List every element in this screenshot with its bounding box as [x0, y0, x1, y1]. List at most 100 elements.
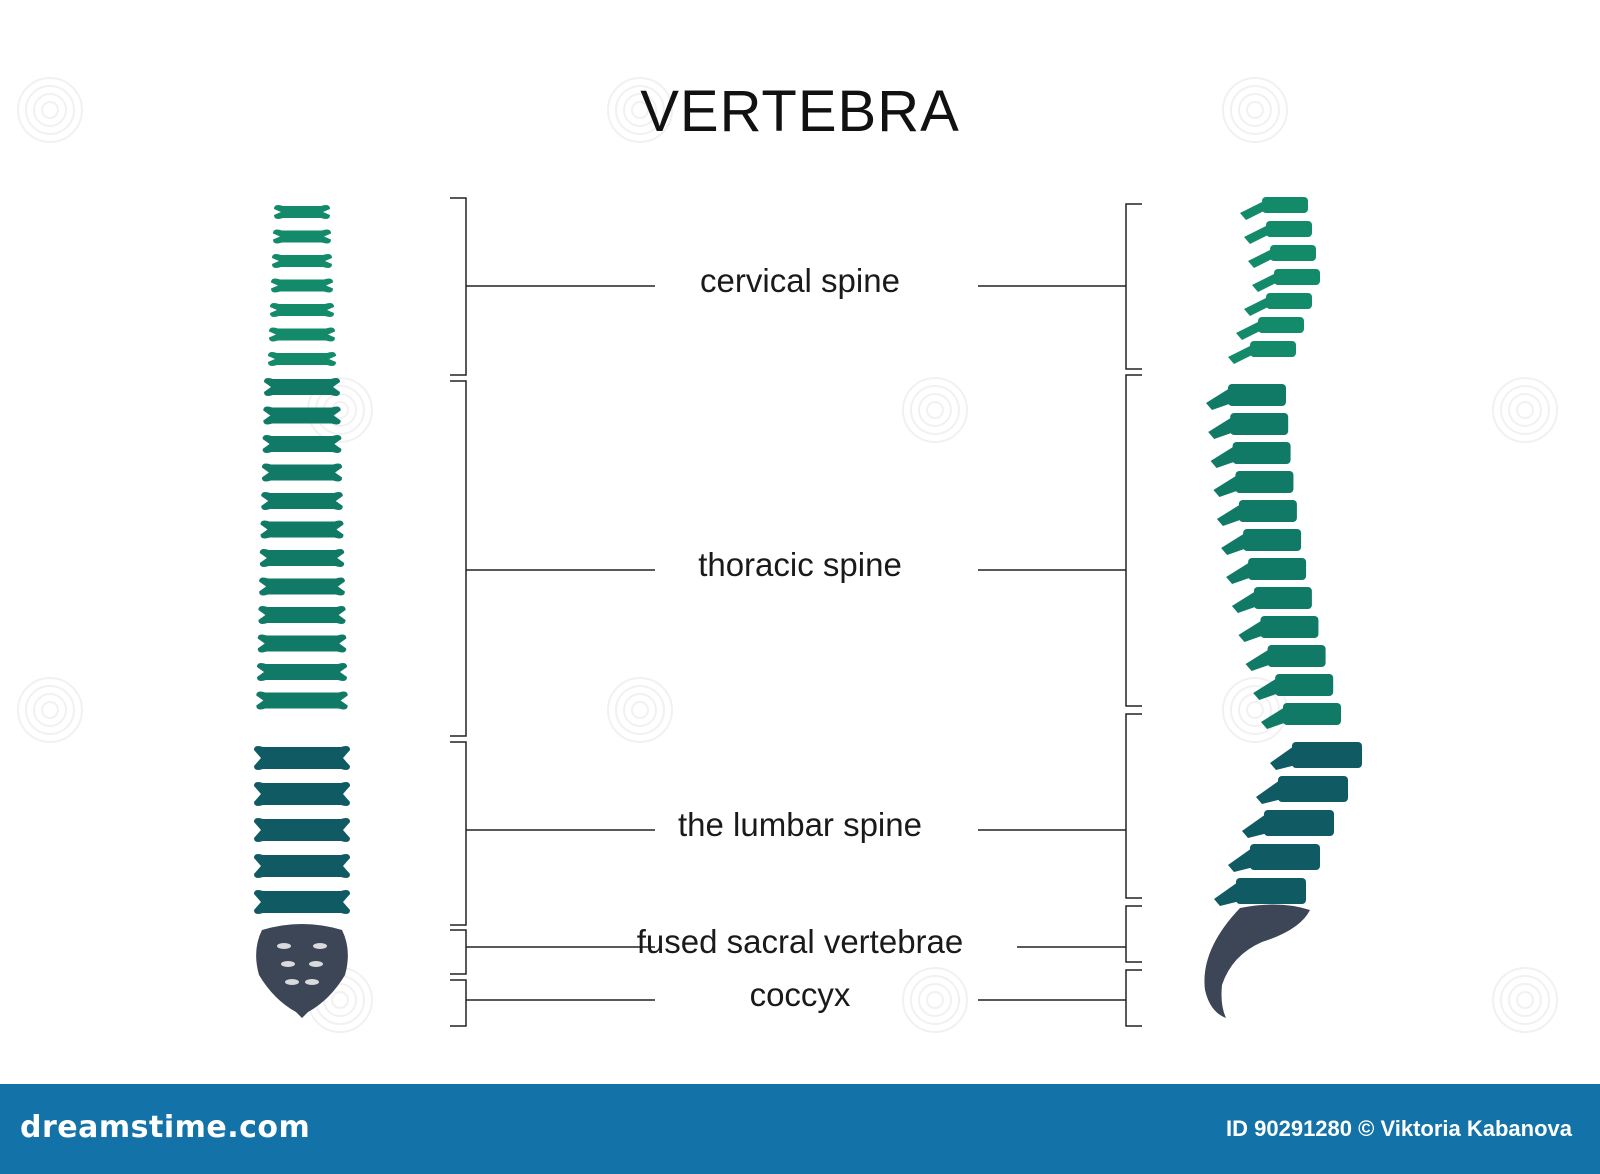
right-bracket — [1125, 374, 1142, 707]
spinous-process — [1244, 297, 1270, 316]
brand-logo-text[interactable]: dreamstime.com — [20, 1110, 311, 1145]
right-bracket — [1125, 969, 1142, 1027]
front-view-spine — [254, 205, 350, 1018]
vertebra — [254, 818, 350, 842]
spinous-process — [1221, 533, 1248, 555]
vertebra — [259, 549, 345, 567]
side-view-spine — [1204, 197, 1362, 1018]
sacral-foramen — [309, 961, 323, 967]
spinous-process — [1244, 225, 1270, 244]
spinous-process — [1206, 388, 1232, 410]
spinous-process — [1261, 707, 1287, 729]
vertebra — [272, 254, 332, 268]
label-coccyx: coccyx — [749, 976, 851, 1013]
vertebra — [258, 606, 346, 624]
image-credit: ID 90291280 © Viktoria Kabanova — [1226, 1116, 1572, 1141]
label-cervical-spine: cervical spine — [700, 262, 900, 299]
vertebra — [1292, 742, 1362, 768]
vertebra — [264, 378, 340, 396]
vertebra — [274, 205, 330, 219]
vertebra — [1262, 197, 1308, 213]
vertebra — [273, 229, 331, 244]
spinous-process — [1228, 345, 1254, 364]
footer-bar: dreamstime.com ID 90291280 © Viktoria Ka… — [0, 1084, 1600, 1174]
vertebra — [271, 278, 333, 293]
vertebra — [1248, 558, 1307, 580]
vertebra — [1250, 341, 1296, 357]
vertebra — [1238, 500, 1297, 522]
vertebra — [1278, 776, 1348, 802]
sacral-foramen — [285, 979, 299, 985]
label-thoracic-spine: thoracic spine — [698, 546, 902, 583]
vertebra — [1260, 616, 1319, 638]
watermark-icon — [1492, 377, 1558, 443]
vertebra — [1283, 703, 1341, 725]
vertebra — [254, 854, 350, 878]
vertebra — [261, 463, 343, 482]
vertebra — [1266, 293, 1312, 309]
spinous-process — [1248, 249, 1274, 268]
spinous-process — [1253, 678, 1280, 700]
right-bracket — [1125, 905, 1142, 963]
watermark-icon — [17, 677, 83, 743]
spine-diagram — [17, 77, 1558, 1033]
watermark-icon — [1222, 77, 1288, 143]
vertebra — [1232, 442, 1291, 464]
watermark-icon — [902, 377, 968, 443]
diagram-title: VERTEBRA — [640, 79, 960, 144]
vertebra — [1230, 413, 1289, 435]
sacral-foramen — [281, 961, 295, 967]
watermark-icon — [607, 77, 673, 143]
vertebra — [254, 890, 350, 914]
vertebra — [1253, 587, 1312, 609]
spinous-process — [1210, 446, 1237, 468]
vertebra — [268, 352, 336, 366]
vertebra — [1250, 844, 1320, 870]
vertebra — [1264, 810, 1334, 836]
spinous-process — [1214, 882, 1240, 906]
vertebra — [1258, 317, 1304, 333]
spinous-process — [1242, 814, 1268, 838]
spinous-process — [1238, 620, 1265, 642]
spinous-process — [1240, 201, 1266, 220]
spinous-process — [1208, 417, 1235, 439]
diagram-stage: VERTEBRA cervical spine thoracic spine t… — [17, 77, 1558, 1033]
vertebra — [270, 303, 334, 317]
vertebra — [259, 577, 345, 596]
spinous-process — [1231, 591, 1258, 613]
vertebra — [260, 520, 344, 539]
spinous-process — [1256, 780, 1282, 804]
vertebra — [257, 634, 347, 653]
sacral-foramen — [313, 943, 327, 949]
vertebra — [1236, 878, 1306, 904]
vertebra — [1228, 384, 1286, 406]
vertebra — [1270, 245, 1316, 261]
left-bracket — [450, 380, 467, 737]
vertebra — [1266, 221, 1312, 237]
spinous-process — [1270, 746, 1296, 770]
region-brackets — [450, 197, 1142, 1027]
spinous-process — [1213, 475, 1240, 497]
vertebra — [1235, 471, 1294, 493]
vertebra — [263, 406, 341, 425]
vertebra — [254, 782, 350, 806]
vertebra — [261, 492, 343, 510]
left-bracket — [450, 741, 467, 926]
right-bracket — [1125, 713, 1142, 899]
sacrum-coccyx — [1204, 904, 1310, 1018]
watermark-icon — [1492, 967, 1558, 1033]
spinous-process — [1228, 848, 1254, 872]
vertebra — [1275, 674, 1334, 696]
vertebra — [257, 663, 347, 681]
label-lumbar-spine: the lumbar spine — [678, 806, 922, 843]
label-fused-sacral-vertebrae: fused sacral vertebrae — [636, 923, 964, 960]
watermark-icon — [17, 77, 83, 143]
vertebra — [269, 327, 335, 342]
spinous-process — [1226, 562, 1253, 584]
spinous-process — [1216, 504, 1243, 526]
vertebra — [1243, 529, 1302, 551]
spinous-process — [1245, 649, 1272, 671]
left-bracket — [450, 929, 467, 975]
sacral-foramen — [305, 979, 319, 985]
watermark-icon — [1222, 677, 1288, 743]
